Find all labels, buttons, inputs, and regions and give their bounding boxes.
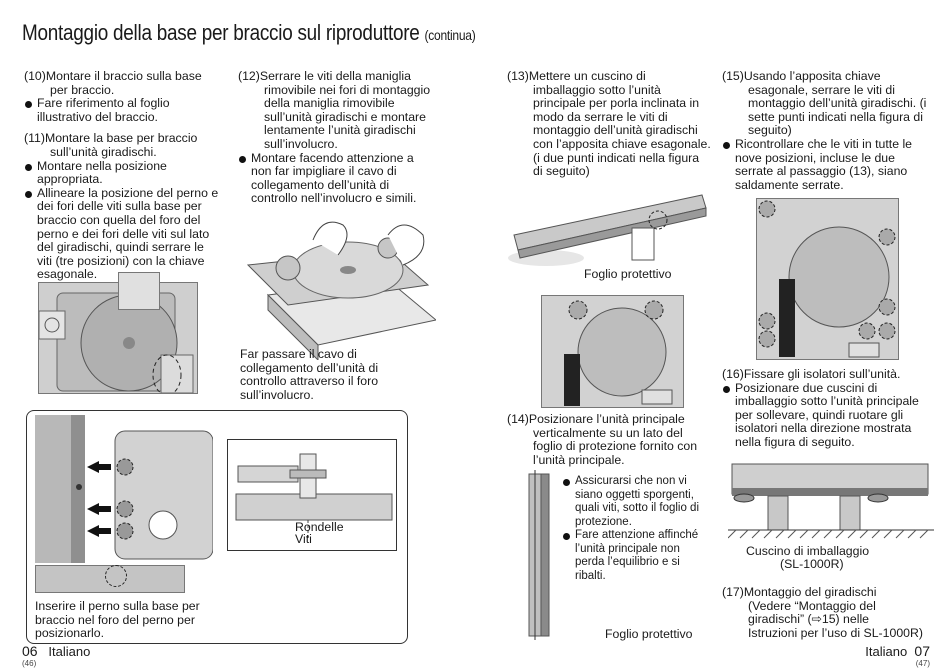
- step-10-note: Fare riferimento al foglio illustrativo …: [24, 96, 219, 124]
- left-language: Italiano: [48, 644, 91, 659]
- vertical-unit-drawing: [528, 470, 550, 640]
- underside-drawing-1: [564, 300, 673, 406]
- step-16: (16)Fissare gli isolatori sull’unità.: [722, 367, 901, 381]
- enclosure-figure: [238, 210, 436, 360]
- step-14-note-1: Assicurarsi che non vi siano oggetti spo…: [562, 475, 702, 529]
- step-11-note-1: Montare nella posizione appropriata.: [24, 159, 219, 187]
- isolator-drawing: [728, 463, 934, 539]
- page-title: Montaggio della base per braccio sul rip…: [22, 20, 476, 45]
- screw-detail-drawing: [235, 453, 393, 540]
- foil-label-2: Foglio protettivo: [605, 627, 693, 641]
- title-note: (continua): [424, 27, 476, 43]
- footer-left: 06 Italiano (46): [22, 643, 90, 668]
- step-11-note-2: Allineare la posizione del perno e dei f…: [24, 186, 219, 282]
- arm-base-drawing: [35, 415, 213, 563]
- screws-label: Viti: [295, 532, 312, 546]
- screw-detail-figure: [227, 439, 397, 551]
- enclosure-drawing: [246, 221, 436, 360]
- washers-label: Rondelle: [295, 520, 344, 534]
- underside-figure-1: [541, 295, 684, 408]
- pin-circle: [105, 565, 127, 587]
- headshell-box: [118, 272, 160, 310]
- detail-panel: Inserire il perno sulla base per braccio…: [26, 410, 408, 644]
- cushion-label: Cuscino di imballaggio: [746, 544, 870, 558]
- cable-caption: Far passare il cavo di collegamento dell…: [240, 347, 379, 402]
- col-step-16: (16)Fissare gli isolatori sull’unità. Po…: [722, 367, 930, 450]
- turntable-top-drawing: [39, 292, 194, 393]
- step-12-note: Montare facendo attenzione a non far imp…: [238, 151, 433, 206]
- pin-caption: Inserire il perno sulla base per braccio…: [35, 599, 200, 641]
- right-language: Italiano: [865, 644, 908, 659]
- isolator-figure: [728, 458, 934, 540]
- left-page-number: 06: [22, 643, 38, 659]
- step-14-notes: Assicurarsi che non vi siano oggetti spo…: [562, 475, 702, 583]
- foil-label-1: Foglio protettivo: [584, 267, 672, 281]
- col-step-17: (17)Montaggio del giradischi (Vedere “Mo…: [722, 585, 932, 640]
- step-16-note: Posizionare due cuscini di imballaggio s…: [722, 381, 930, 450]
- step-14-note-2: Fare attenzione affinché l’unità princip…: [562, 529, 702, 583]
- tilted-unit-drawing: [508, 194, 707, 266]
- left-sub-page: (46): [22, 659, 37, 668]
- footer-right: Italiano 07 (47): [856, 643, 930, 668]
- underside-figure-2: [756, 198, 899, 360]
- arm-base-figure: [35, 415, 213, 563]
- right-sub-page: (47): [915, 659, 930, 668]
- tilted-unit-figure: [506, 180, 712, 270]
- vertical-unit-figure: [519, 470, 555, 640]
- step-17: (17)Montaggio del giradischi (Vedere “Mo…: [722, 585, 923, 640]
- right-page-number: 07: [914, 643, 930, 659]
- underside-drawing-2: [758, 200, 896, 358]
- step-15-note: Ricontrollare che le viti in tutte le no…: [722, 137, 927, 192]
- cushion-model: (SL-1000R): [780, 557, 844, 571]
